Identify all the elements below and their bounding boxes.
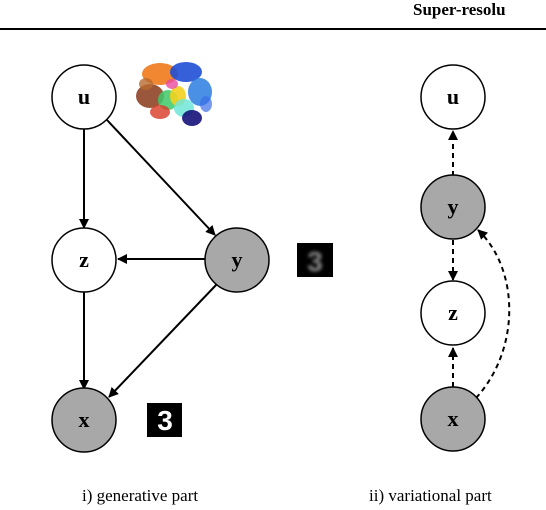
gen-node-y-label: y [232, 247, 243, 272]
var-node-y: y [420, 174, 486, 240]
var-node-u-label: u [447, 84, 459, 109]
low-res-digit-thumbnail: 3 [297, 243, 333, 277]
gen-node-x: x [51, 387, 117, 453]
gen-node-y: y [204, 227, 270, 293]
high-res-digit-glyph: 3 [157, 405, 173, 436]
high-res-digit-thumbnail: 3 [147, 403, 182, 437]
var-node-y-label: y [448, 194, 459, 219]
gen-node-z: z [51, 227, 117, 293]
var-node-u: u [420, 64, 486, 130]
generative-part-caption: i) generative part [82, 486, 199, 505]
var-node-z-label: z [448, 300, 458, 325]
gen-node-z-label: z [79, 247, 89, 272]
gen-node-x-label: x [79, 407, 90, 432]
var-node-x: x [420, 386, 486, 452]
gen-node-u-label: u [78, 84, 90, 109]
low-res-digit-glyph: 3 [307, 246, 323, 277]
edge-y-to-x [108, 283, 218, 398]
edge-x-to-y-var [475, 229, 511, 399]
edge-u-to-y [106, 119, 216, 236]
latent-scatter-thumbnail [136, 62, 212, 126]
header-rule [0, 28, 546, 30]
page-header-title: Super-resolu [413, 0, 506, 19]
var-node-z: z [420, 280, 486, 346]
variational-part-caption: ii) variational part [369, 486, 492, 505]
var-node-x-label: x [448, 406, 459, 431]
gen-node-u: u [51, 64, 117, 130]
